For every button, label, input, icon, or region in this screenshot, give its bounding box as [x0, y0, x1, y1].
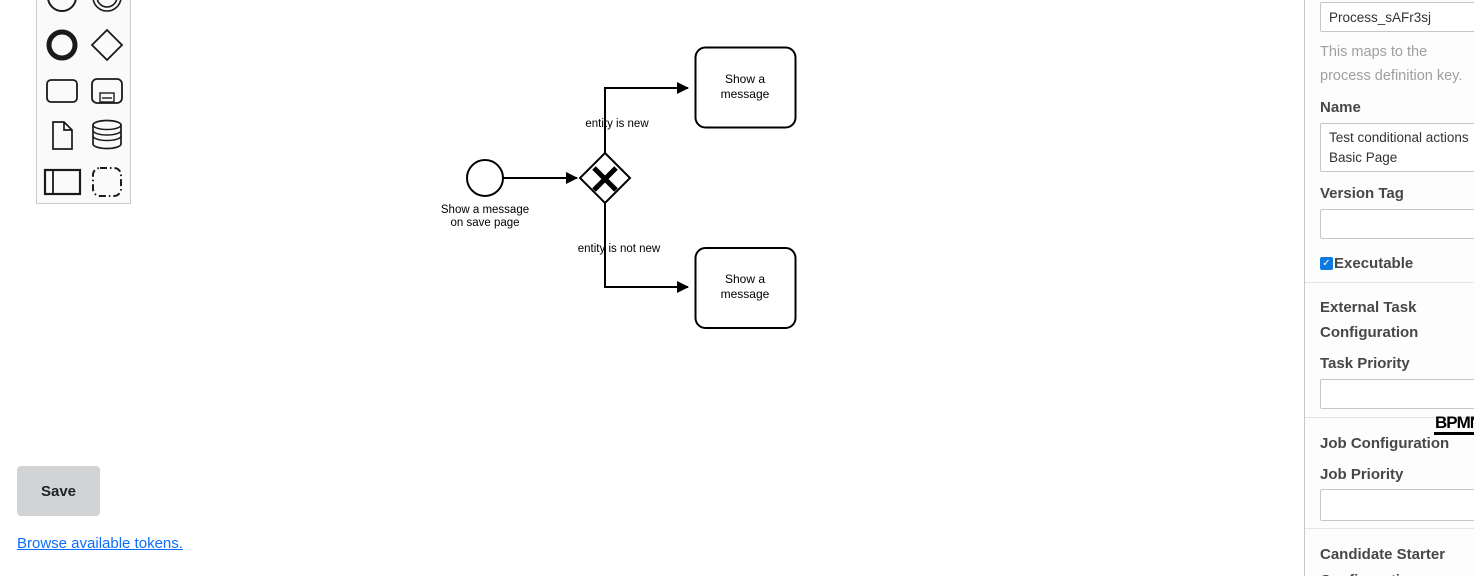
executable-row: Executable	[1320, 255, 1413, 272]
job-priority-label: Job Priority	[1320, 466, 1404, 483]
bpmn-io-watermark[interactable]: BPMN	[1434, 413, 1474, 435]
end-event-icon[interactable]	[46, 29, 78, 61]
section-divider	[1305, 417, 1474, 418]
task-priority-label: Task Priority	[1320, 355, 1410, 372]
flow-top-label[interactable]: entity is new	[585, 118, 649, 130]
name-label: Name	[1320, 99, 1361, 116]
exclusive-gateway-shape[interactable]	[578, 151, 632, 205]
svg-text:message: message	[721, 287, 770, 301]
process-id-input[interactable]	[1320, 2, 1474, 32]
executable-label: Executable	[1334, 255, 1414, 272]
section-divider	[1305, 528, 1474, 529]
flow-bottom-label[interactable]: entity is not new	[578, 243, 661, 255]
data-store-icon[interactable]	[92, 119, 122, 150]
save-button[interactable]: Save	[17, 466, 100, 516]
job-config-heading: Job Configuration	[1320, 435, 1450, 452]
task-bottom-shape[interactable]: Show a message	[694, 247, 797, 329]
version-tag-label: Version Tag	[1320, 185, 1404, 202]
task-priority-input[interactable]	[1320, 379, 1474, 409]
section-divider	[1305, 282, 1474, 283]
svg-text:Show a: Show a	[725, 72, 765, 86]
name-input[interactable]: Test conditional actions Basic Page	[1320, 123, 1474, 172]
task-top-shape[interactable]: Show a message	[694, 46, 797, 129]
start-event-label[interactable]: Show a message on save page	[441, 204, 529, 229]
bpmn-palette	[36, 0, 131, 204]
properties-panel: This maps to the process definition key.…	[1304, 0, 1474, 576]
flow-gateway-to-bottom-task[interactable]	[604, 203, 689, 293]
intermediate-event-icon[interactable]	[92, 0, 122, 12]
svg-text:Show a message: Show a message	[441, 204, 529, 216]
svg-text:on save page: on save page	[450, 217, 519, 229]
candidate-starter-config-heading: Candidate Starter Configuration	[1320, 546, 1446, 576]
subprocess-icon[interactable]	[91, 78, 123, 104]
gateway-x-icon	[592, 166, 618, 192]
svg-text:Show a: Show a	[725, 272, 765, 286]
flow-gateway-to-top-task[interactable]	[604, 82, 689, 153]
group-icon[interactable]	[92, 167, 122, 197]
diagram-canvas[interactable]: Show a message on save page entity is ne…	[0, 0, 1304, 576]
browse-tokens-link[interactable]: Browse available tokens.	[17, 535, 183, 552]
svg-text:message: message	[721, 87, 770, 101]
executable-checkbox[interactable]	[1320, 257, 1333, 270]
job-priority-input[interactable]	[1320, 489, 1474, 521]
start-event-icon[interactable]	[47, 0, 77, 12]
process-id-help-text: This maps to the process definition key.	[1320, 44, 1463, 84]
version-tag-input[interactable]	[1320, 209, 1474, 239]
task-icon[interactable]	[46, 79, 78, 103]
gateway-icon[interactable]	[90, 28, 124, 62]
start-event-shape[interactable]	[466, 159, 504, 197]
data-object-icon[interactable]	[52, 121, 73, 150]
external-task-config-heading: External Task Configuration	[1320, 299, 1419, 341]
participant-icon[interactable]	[43, 168, 82, 196]
